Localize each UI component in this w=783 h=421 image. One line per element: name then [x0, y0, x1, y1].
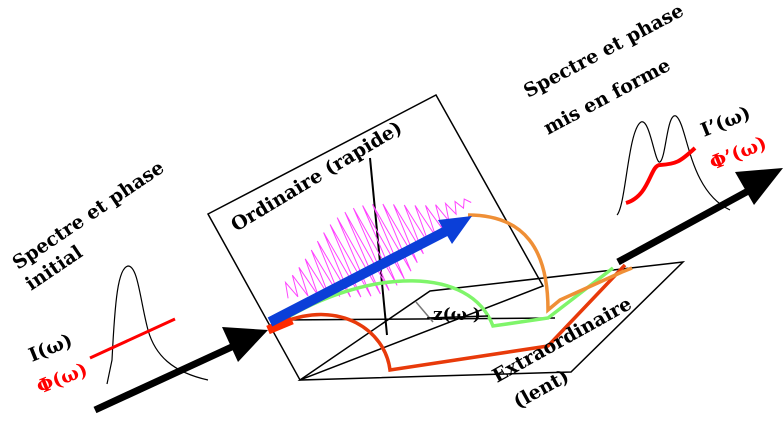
input-beam-arrowhead [222, 327, 268, 362]
input-beam-arrow [93, 341, 238, 414]
extraordinary-axis-line [279, 317, 556, 321]
ordinary-blue-arrow-shaft [267, 223, 455, 327]
input-intensity-label: I(ω) [26, 329, 76, 366]
red-path-start [266, 315, 294, 335]
output-beam-arrowhead [735, 168, 783, 205]
orange-path [467, 213, 633, 314]
output-spectrum [616, 115, 731, 216]
ordinary-blue-arrowhead [438, 216, 472, 244]
output-beam-arrow [616, 186, 752, 266]
extraordinary-plane [297, 261, 686, 381]
input-phase-label: Φ(ω) [34, 359, 91, 399]
red-path [283, 263, 627, 372]
output-intensity-label: I’(ω) [698, 102, 754, 142]
delay-bar [426, 315, 489, 319]
green-path [289, 266, 615, 328]
delay-label: z(ω ) [433, 305, 481, 325]
input-spectrum [89, 265, 209, 385]
ordinary-wave [284, 198, 472, 299]
ordinary-axis-line [369, 157, 388, 336]
output-phase-label: Φ’(ω) [707, 132, 770, 175]
input-title-line1: Spectre et phase [8, 156, 168, 274]
ordinary-axis-label: Ordinaire (rapide) [227, 117, 406, 236]
delay-tick [415, 301, 434, 323]
ordinary-wave-oscillation [284, 198, 472, 299]
